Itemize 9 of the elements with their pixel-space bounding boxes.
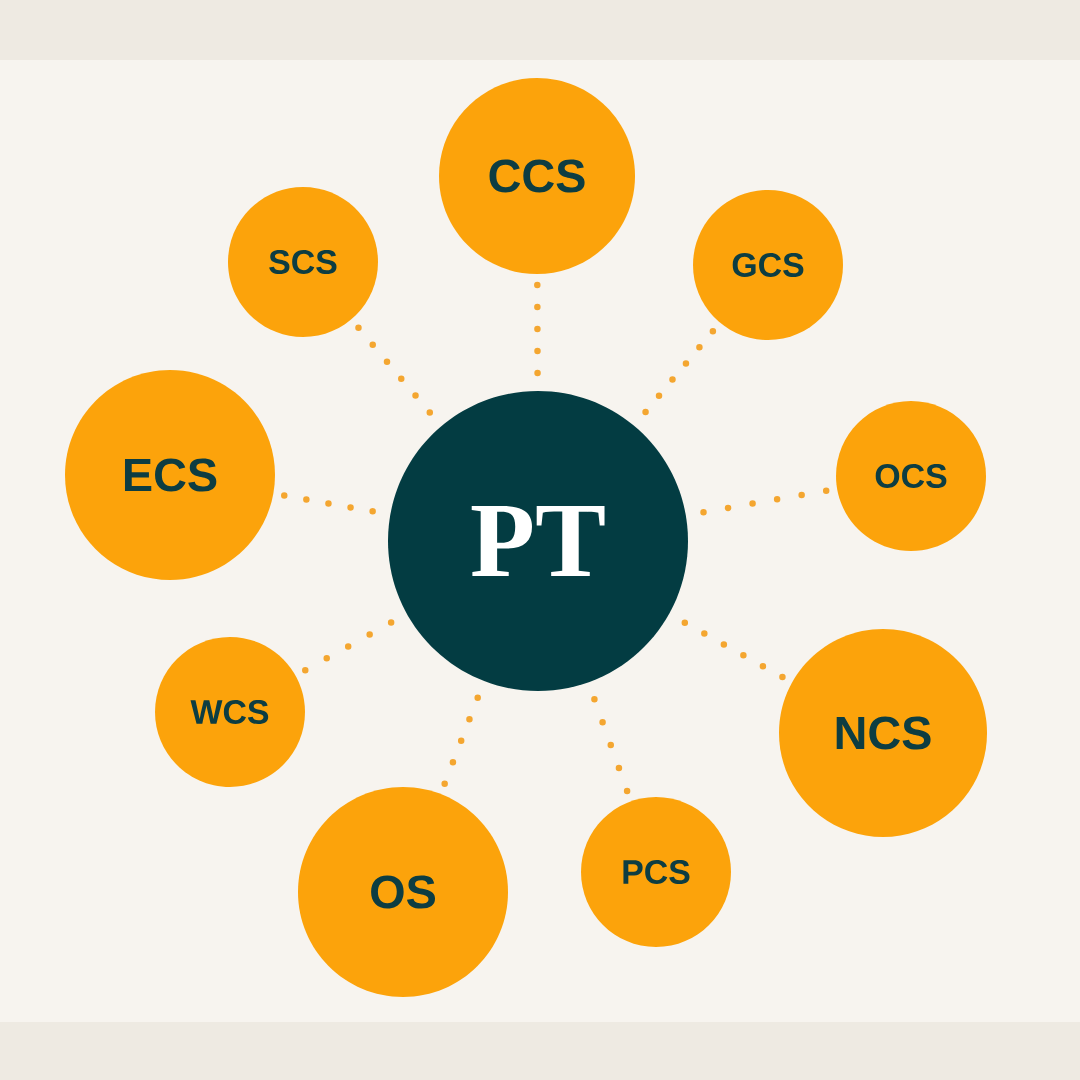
dotted-connector bbox=[534, 281, 541, 377]
dotted-connector bbox=[301, 619, 395, 674]
dotted-connector bbox=[591, 696, 631, 795]
dotted-connector bbox=[700, 487, 830, 516]
dotted-connector bbox=[441, 694, 481, 787]
dotted-connector bbox=[355, 324, 434, 416]
dotted-connector bbox=[642, 327, 717, 416]
dotted-connector bbox=[280, 492, 376, 515]
dotted-connector bbox=[681, 619, 786, 681]
